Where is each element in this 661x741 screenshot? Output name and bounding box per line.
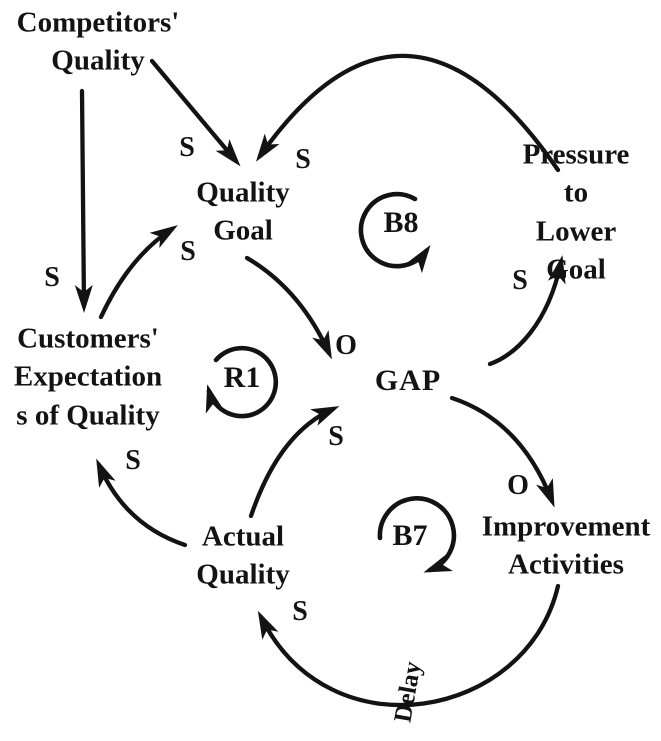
node-gap: GAP (374, 364, 442, 398)
arrow-pressure-to-quality-goal (255, 53, 561, 173)
polarity-customers-to-quality-goal: S (180, 236, 196, 267)
polarity-improvement-to-actual: S (292, 596, 308, 627)
polarity-competitors-to-customers: S (44, 262, 60, 293)
polarity-pressure-to-quality-goal: S (295, 144, 311, 175)
loop-b8-arc (358, 191, 431, 274)
arrow-quality-goal-to-gap (244, 255, 332, 360)
arrow-actual-to-gap (248, 406, 340, 519)
node-pressure-to-lower-goal: Pressure to Lower Goal (522, 138, 630, 286)
polarity-gap-to-improvement: O (507, 470, 529, 501)
loop-label-r1: R1 (223, 361, 261, 395)
node-competitors-quality: Competitors' Quality (16, 6, 180, 77)
node-actual-quality: Actual Quality (196, 520, 290, 591)
polarity-actual-to-gap: S (328, 421, 344, 452)
polarity-competitors-to-quality-goal: S (179, 132, 195, 163)
node-quality-goal: Quality Goal (196, 176, 290, 247)
node-improvement-activities: Improvement Activities (481, 510, 651, 581)
loop-label-b7: B7 (392, 519, 428, 553)
polarity-actual-to-customers: S (125, 445, 141, 476)
polarity-gap-to-pressure: S (512, 265, 528, 296)
loop-r1-arc (205, 345, 279, 419)
arrow-customers-to-quality-goal (98, 225, 178, 320)
loop-label-b8: B8 (383, 206, 419, 240)
arrow-actual-to-customers (96, 458, 188, 548)
arrow-gap-to-pressure (487, 255, 566, 367)
arrow-improvement-to-actual-delay (257, 583, 561, 708)
node-customers-expectations: Customers' Expectation s of Quality (13, 322, 163, 432)
arrow-competitors-to-customers (74, 88, 93, 313)
arrow-competitors-to-quality-goal (149, 58, 241, 167)
arrow-gap-to-improvement (449, 395, 555, 508)
loop-b7-arc (377, 496, 457, 573)
polarity-quality-goal-to-gap: O (335, 330, 357, 361)
